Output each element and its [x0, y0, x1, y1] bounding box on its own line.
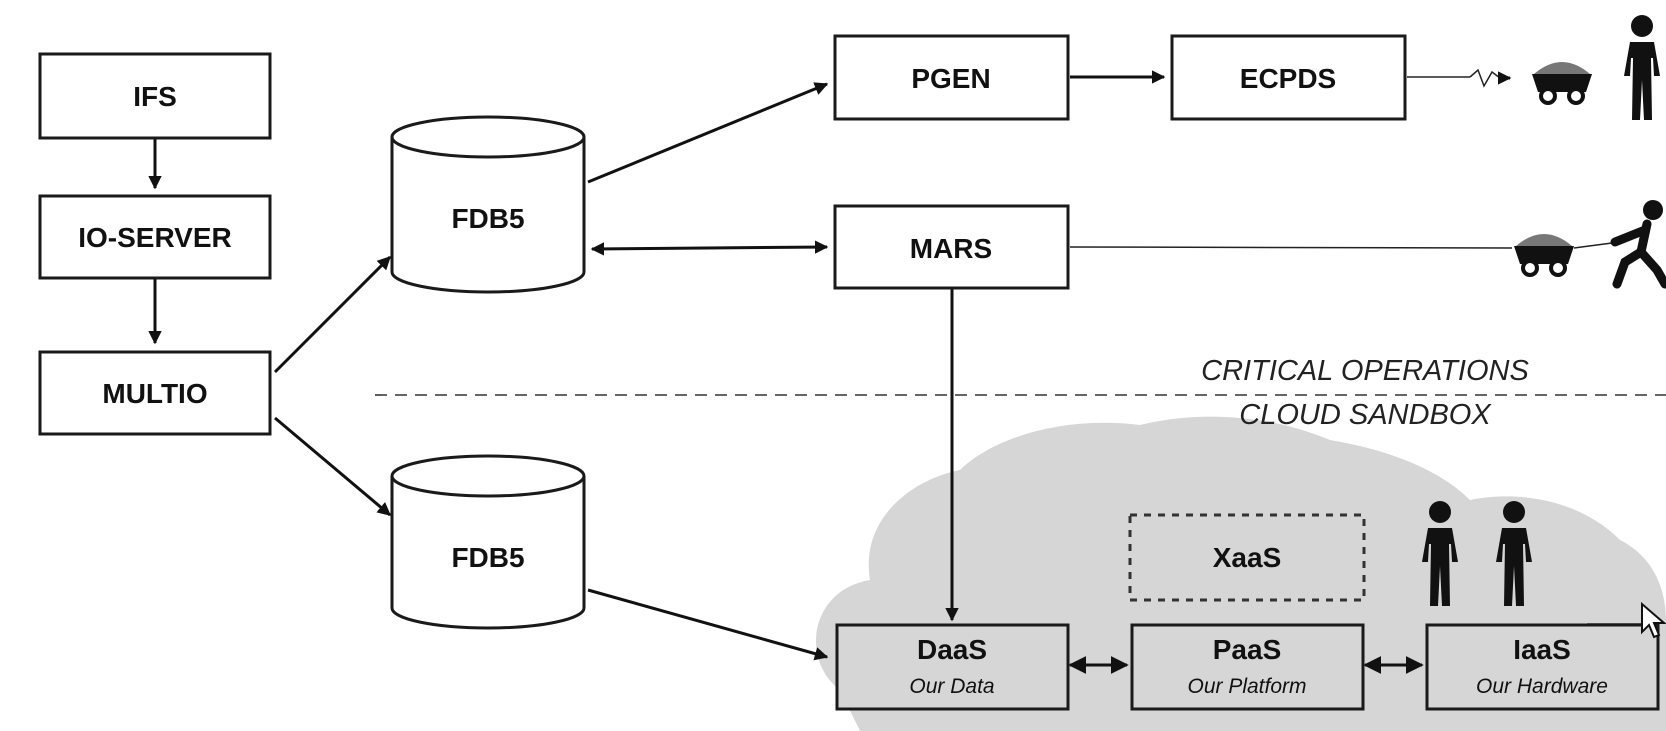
paas-label: PaaS: [1213, 634, 1282, 665]
ifs-label: IFS: [133, 81, 177, 112]
fdb5-top-label: FDB5: [451, 203, 524, 234]
mars-user-link: [1069, 246, 1513, 249]
arrow-fdb5-daas: [587, 588, 829, 661]
paas-node: PaaS Our Platform: [1130, 623, 1365, 711]
ecpds-node: ECPDS: [1170, 34, 1407, 121]
person-icon: [1624, 15, 1660, 120]
fdb5-top-node: FDB5: [390, 115, 586, 294]
cloud-sandbox-label: CLOUD SANDBOX: [1239, 399, 1492, 431]
cart-rope: [1573, 242, 1613, 249]
mars-node: MARS: [833, 204, 1070, 290]
arrow-fdb5-mars: [590, 240, 829, 256]
multio-label: MULTIO: [102, 378, 207, 409]
fdb5-bottom-label: FDB5: [451, 542, 524, 573]
person-icon: [1422, 501, 1458, 606]
mining-cart-icon: [1514, 234, 1574, 277]
ifs-node: IFS: [38, 52, 272, 140]
xaas-node: XaaS: [1128, 513, 1366, 602]
running-person-icon: [1610, 200, 1666, 289]
iaas-node: IaaS Our Hardware: [1425, 623, 1660, 711]
arrow-multio-fdb5-bottom: [274, 416, 392, 517]
pgen-label: PGEN: [911, 63, 990, 94]
person-icon: [1496, 501, 1532, 606]
fdb5-bottom-node: FDB5: [390, 454, 586, 630]
xaas-label: XaaS: [1213, 542, 1282, 573]
iaas-sublabel: Our Hardware: [1476, 675, 1608, 698]
daas-sublabel: Our Data: [909, 675, 994, 698]
paas-sublabel: Our Platform: [1187, 675, 1306, 698]
multio-node: MULTIO: [38, 350, 272, 436]
io-server-label: IO-SERVER: [78, 222, 232, 253]
daas-node: DaaS Our Data: [835, 623, 1070, 711]
io-server-node: IO-SERVER: [38, 194, 272, 280]
ecpds-zigzag: [1469, 68, 1501, 88]
arrow-fdb5-pgen: [587, 82, 829, 184]
mouse-cursor-icon: [1641, 601, 1666, 639]
mining-cart-icon: [1532, 62, 1592, 105]
iaas-label: IaaS: [1513, 634, 1571, 665]
pgen-node: PGEN: [833, 34, 1070, 121]
daas-label: DaaS: [917, 634, 987, 665]
mars-label: MARS: [910, 233, 992, 264]
ecpds-label: ECPDS: [1240, 63, 1336, 94]
critical-operations-label: CRITICAL OPERATIONS: [1201, 355, 1529, 387]
arrow-multio-fdb5-top: [273, 255, 392, 374]
